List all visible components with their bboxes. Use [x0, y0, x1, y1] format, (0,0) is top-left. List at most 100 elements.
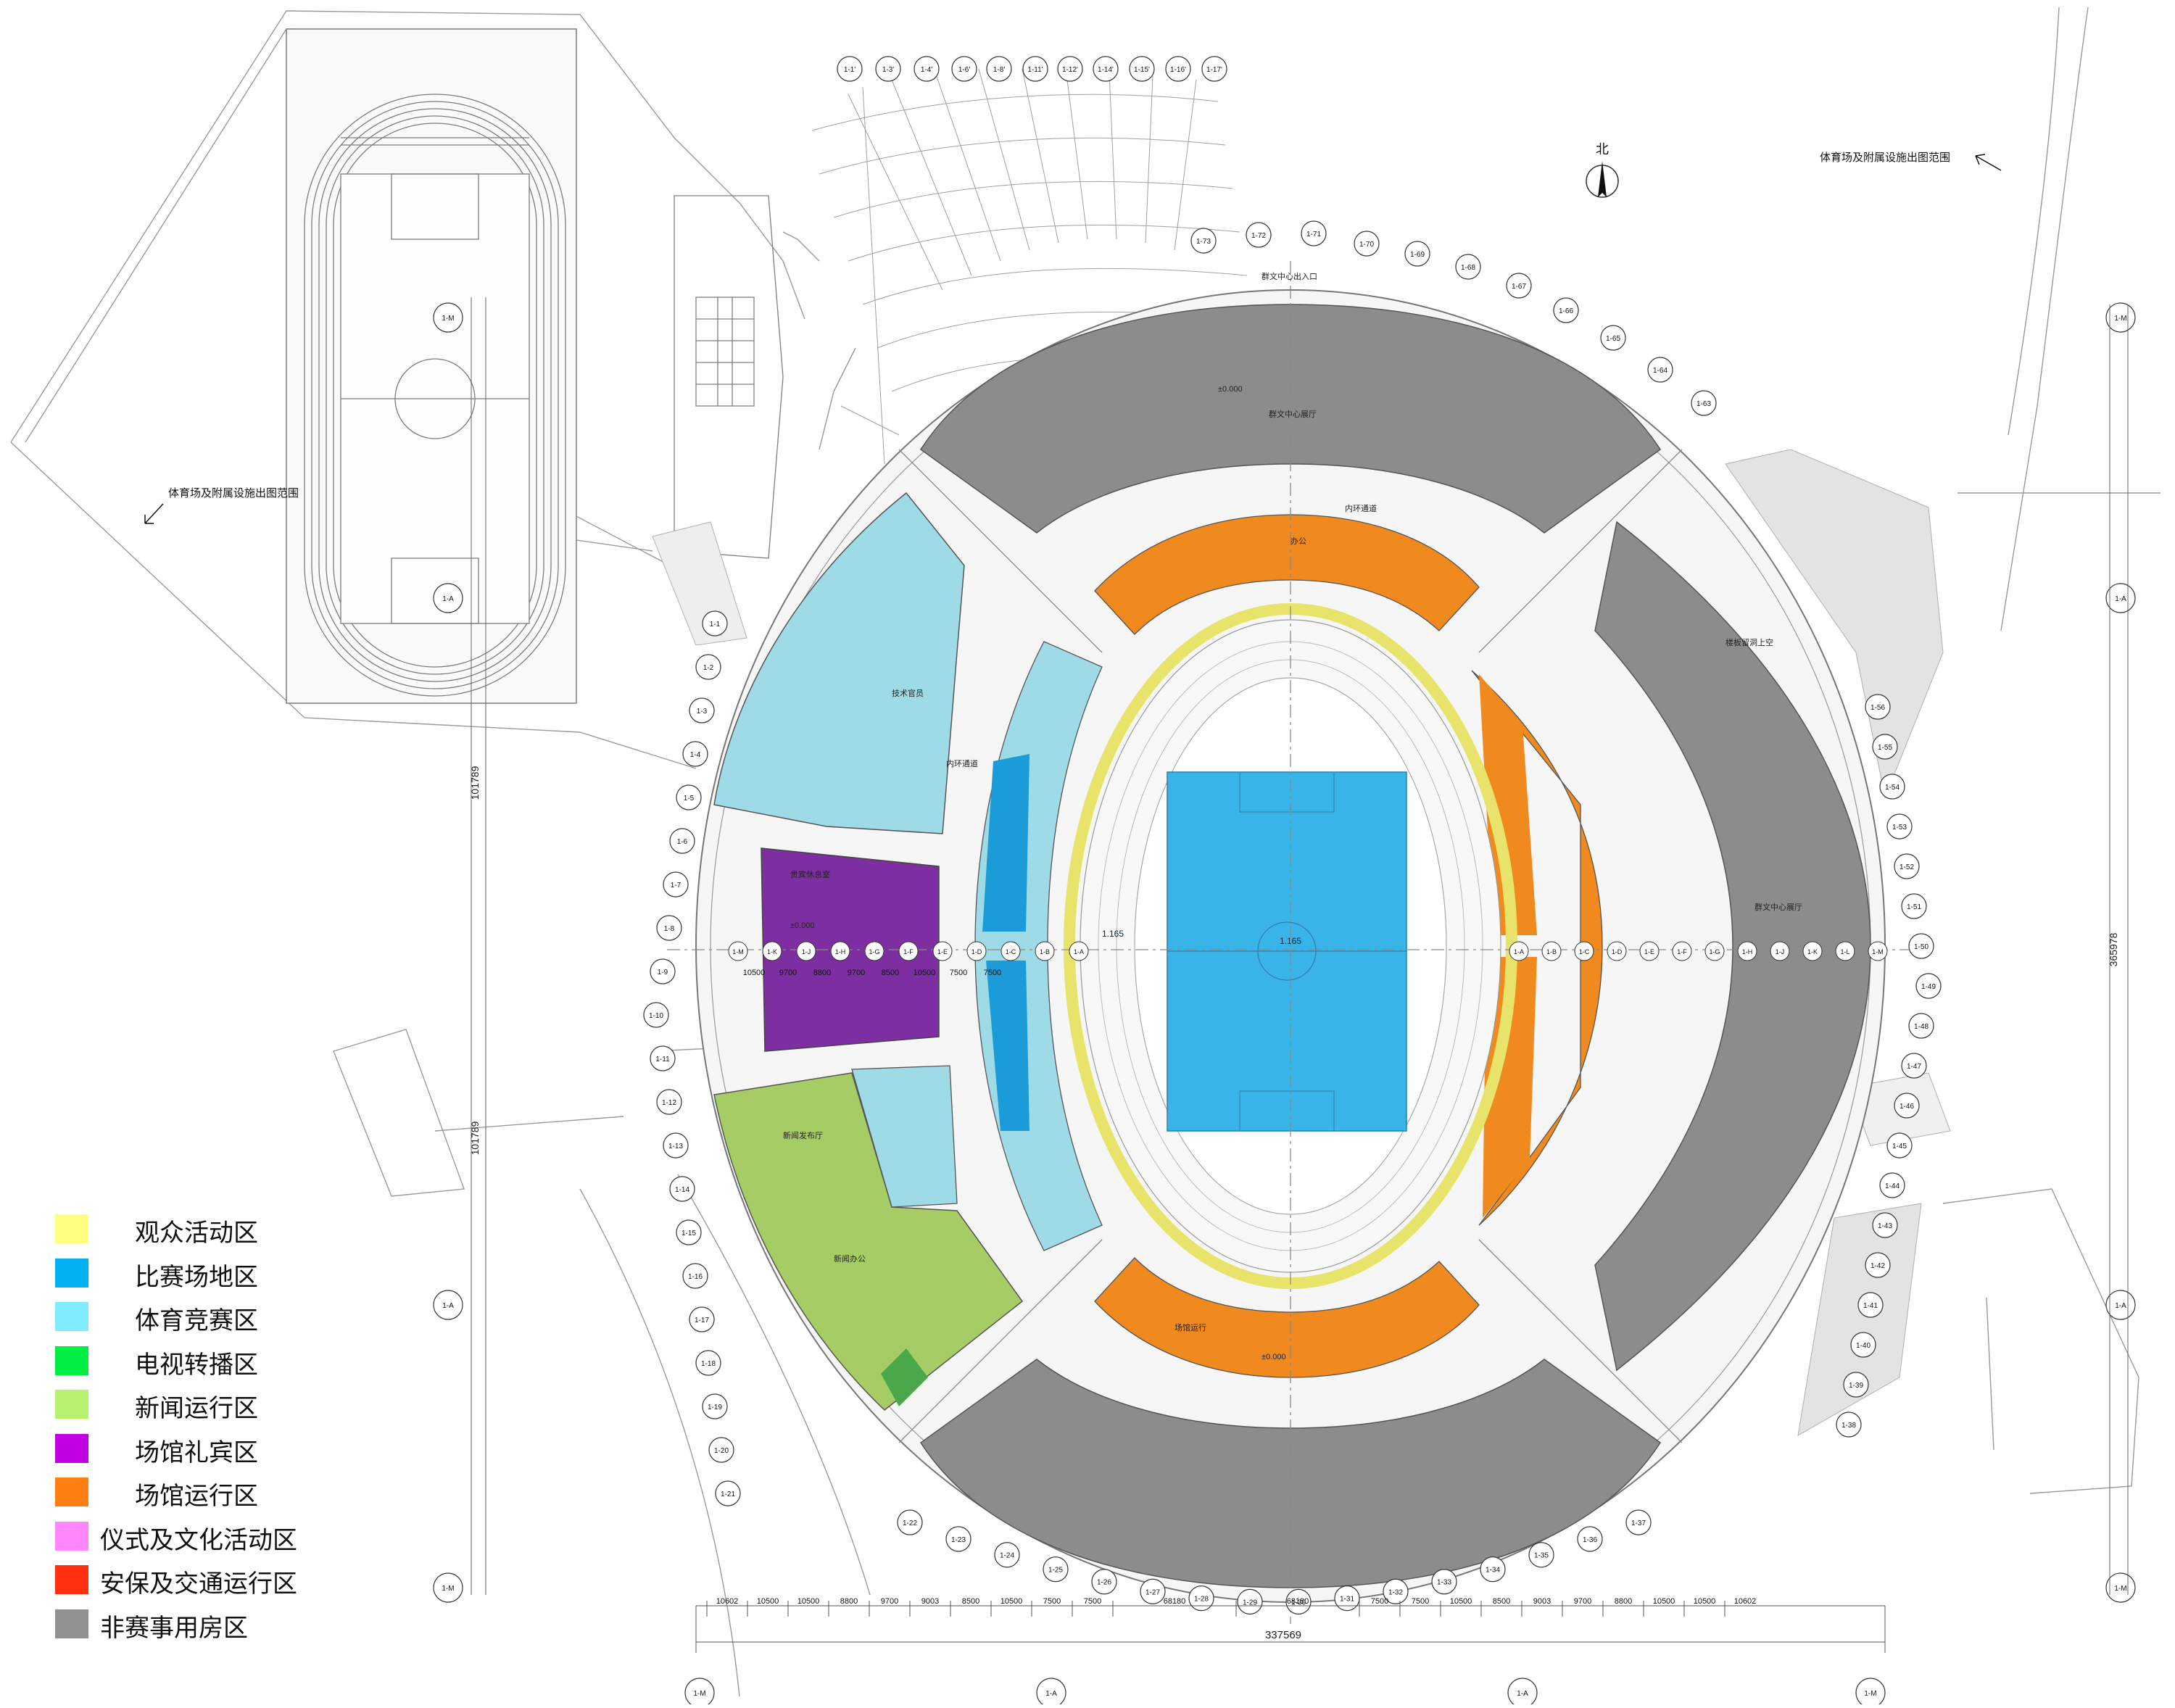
- axis-bubble: [914, 56, 940, 82]
- center-axis-bubble: [898, 941, 919, 961]
- axis-bubble: [1528, 1542, 1554, 1568]
- axis-label: 1-18: [701, 1360, 716, 1368]
- axis-bubble: [1894, 1093, 1920, 1119]
- center-axis-bubble: [1607, 941, 1627, 961]
- axis-label: 1-56: [1870, 704, 1885, 712]
- bottom-dim-value: 7500: [1084, 1597, 1101, 1606]
- scope-label-right: 体育场及附属设施出图范围: [1820, 152, 1950, 164]
- legend-label: 比赛场地区: [135, 1264, 258, 1291]
- axis-label: 1-10: [649, 1012, 663, 1020]
- center-axis-bubble: [1770, 941, 1790, 961]
- axis-bubble: [702, 1393, 728, 1419]
- axis-label: 1-M: [1864, 1690, 1876, 1698]
- axis-bubble: [1625, 1509, 1652, 1535]
- axis-label: 1-8': [993, 66, 1005, 74]
- axis-label: 1-66: [1559, 307, 1573, 315]
- training-track: [286, 28, 577, 704]
- legend-item: 场馆运行区: [55, 1470, 345, 1514]
- bottom-dim-value: 9003: [921, 1597, 939, 1606]
- axis-label: 1-52: [1900, 863, 1914, 871]
- axis-bubble: [643, 1002, 669, 1028]
- axis-label: 1-5: [684, 795, 695, 803]
- axis-label: 1-11: [655, 1056, 670, 1064]
- axis-bubble: [1577, 1526, 1603, 1552]
- axis-bubble: [1553, 297, 1579, 323]
- axis-bubble: [837, 56, 863, 82]
- svg-text:群文中心展厅: 群文中心展厅: [1754, 902, 1802, 912]
- center-axis-label: 1-B: [1546, 948, 1557, 955]
- center-axis-bubble: [864, 941, 884, 961]
- axis-label: 1-35: [1534, 1552, 1549, 1560]
- axis-label: 1-3': [882, 66, 894, 74]
- center-axis-bubble: [796, 941, 816, 961]
- axis-bubble: [676, 1219, 702, 1245]
- bottom-dim-value: 7500: [1043, 1597, 1061, 1606]
- north-label: 北: [1596, 142, 1609, 157]
- axis-bubble: [994, 1542, 1020, 1568]
- center-axis-bubble: [1574, 941, 1594, 961]
- legend-item: 非赛事用房区: [55, 1602, 345, 1646]
- svg-text:±0.000: ±0.000: [790, 921, 815, 930]
- bottom-dim-value: 10500: [1694, 1597, 1716, 1606]
- center-axis-label: 1-K: [1807, 948, 1818, 955]
- axis-label: 1-69: [1410, 251, 1425, 259]
- east-ops-zone: [1471, 670, 1603, 1226]
- axis-label: 1-24: [1000, 1552, 1014, 1560]
- left-total-dim: 101789: [469, 766, 481, 800]
- axis-bubble: [1865, 694, 1891, 720]
- legend-label: 新闻运行区: [135, 1396, 258, 1422]
- axis-label: 1-47: [1907, 1063, 1921, 1071]
- axis-label: 1-48: [1914, 1023, 1928, 1031]
- axis-label: 1-63: [1696, 400, 1711, 408]
- axis-label: 1-8: [664, 925, 675, 933]
- axis-bubble: [708, 1437, 734, 1463]
- axis-label: 1-9: [658, 969, 668, 977]
- axis-bubble: [1886, 813, 1913, 840]
- axis-label: 1-21: [721, 1491, 735, 1498]
- axis-label: 1-7: [671, 882, 682, 890]
- field-level-2: 1.165: [1102, 929, 1124, 939]
- axis-bubble: [663, 871, 689, 897]
- bottom-dim-value: 9003: [1533, 1597, 1551, 1606]
- axis-bubble: [1872, 734, 1898, 760]
- center-axis-bubble: [1541, 941, 1562, 961]
- axis-label: 1-34: [1486, 1567, 1500, 1575]
- axis-label: 1-14: [675, 1186, 689, 1194]
- scope-label-left: 体育场及附属设施出图范围: [168, 487, 299, 499]
- bottom-dim-value: 68180: [1164, 1597, 1186, 1606]
- mid-dim-value: 7500: [950, 969, 967, 977]
- axis-label: 1-2: [703, 664, 714, 672]
- axis-bubble: [702, 610, 728, 637]
- legend-item: 安保及交通运行区: [55, 1558, 345, 1602]
- axis-label: 1-55: [1878, 744, 1892, 752]
- axis-bubble: [433, 302, 463, 333]
- legend-label: 体育竞赛区: [135, 1308, 258, 1335]
- svg-text:群文中心出入口: 群文中心出入口: [1262, 271, 1317, 281]
- axis-label: 1-12': [1062, 66, 1078, 74]
- center-axis-label: 1-A: [1074, 948, 1084, 955]
- axis-bubble: [1850, 1332, 1876, 1358]
- axis-label: 1-53: [1892, 824, 1907, 832]
- axis-bubble: [689, 1306, 715, 1332]
- legend-label: 观众活动区: [135, 1220, 258, 1247]
- axis-label: 1-50: [1914, 943, 1928, 951]
- west-competition-zone: [713, 492, 965, 834]
- axis-label: 1-17': [1206, 66, 1222, 74]
- center-axis-label: 1-H: [1742, 948, 1753, 955]
- axis-bubble: [1129, 56, 1155, 82]
- axis-bubble: [433, 583, 463, 613]
- legend-swatch: [55, 1609, 88, 1638]
- axis-label: 1-46: [1900, 1103, 1914, 1111]
- axis-label: 1-15: [682, 1230, 696, 1238]
- axis-label: 1-31: [1340, 1596, 1354, 1604]
- legend-swatch: [55, 1258, 88, 1288]
- axis-bubble: [650, 1045, 676, 1071]
- axis-bubble: [1901, 893, 1927, 919]
- svg-text:内环通道: 内环通道: [1345, 503, 1377, 513]
- bottom-dim-value: 8500: [962, 1597, 979, 1606]
- bottom-dim-value: 10500: [1653, 1597, 1675, 1606]
- axis-bubble: [1865, 1252, 1891, 1278]
- axis-label: 1-6: [677, 838, 688, 846]
- axis-bubble: [1872, 1212, 1898, 1238]
- north-ops-zone: [1094, 514, 1480, 635]
